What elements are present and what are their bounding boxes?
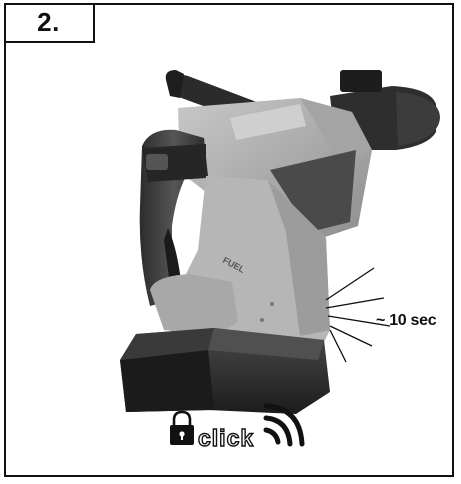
indicator-light-rays xyxy=(325,267,391,363)
step-number-box: 2. xyxy=(4,3,95,43)
duration-label: ~ 10 sec xyxy=(376,312,437,329)
tool-motor-housing: FUEL xyxy=(150,176,330,370)
lock-icon xyxy=(170,410,194,445)
wireless-signal-icon xyxy=(263,403,305,447)
click-word: click xyxy=(198,425,254,451)
battery-pack xyxy=(120,328,330,414)
panel-frame xyxy=(4,3,454,477)
step-number: 2. xyxy=(37,6,60,37)
